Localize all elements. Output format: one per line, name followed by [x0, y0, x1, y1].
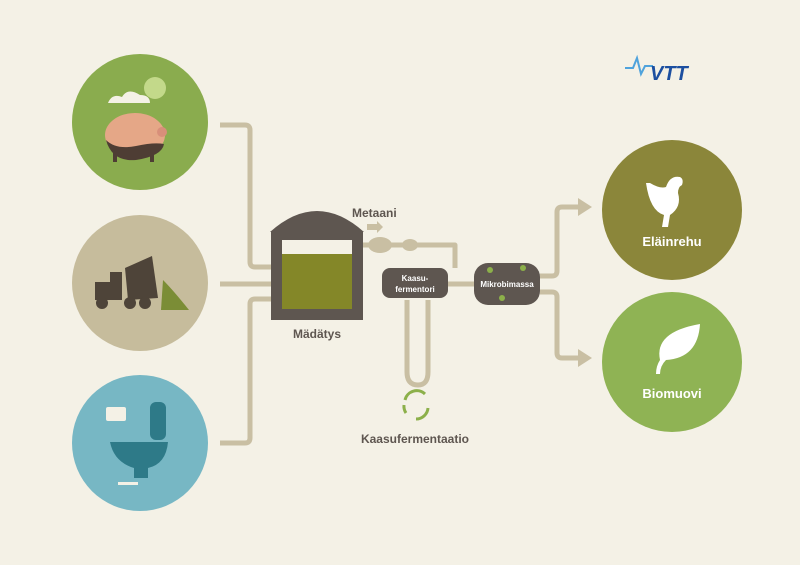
output-feed [602, 140, 742, 280]
digester-label: Mädätys [293, 327, 341, 341]
leaf-icon [656, 324, 700, 374]
animal-feed-label: Eläinrehu [642, 234, 701, 249]
source-pig [72, 54, 208, 190]
gas-fermenter-label-2: fermentori [395, 285, 435, 294]
arrow-to-feed [578, 198, 592, 216]
source-truck [72, 215, 208, 351]
logo-text: VTT [650, 63, 690, 85]
chicken-icon [646, 176, 683, 227]
pipe-fermenter-loop [404, 300, 431, 388]
recycle-icon [402, 389, 430, 421]
source-toilet [72, 375, 208, 511]
pig-icon [105, 113, 167, 162]
gas-fermenter-label-1: Kaasu- [402, 274, 429, 283]
microbial-biomass-label: Mikrobimassa [480, 280, 534, 289]
methane-arrow-icon [367, 221, 383, 233]
microbial-biomass-tank [474, 263, 540, 305]
methane-label: Metaani [352, 206, 397, 220]
output-plastic [602, 292, 742, 432]
vtt-logo: VTT [625, 54, 690, 85]
garbage-truck-icon [95, 256, 189, 310]
pipe-pig-to-digester [220, 122, 285, 270]
digester [270, 211, 364, 320]
gas-fermenter [382, 268, 448, 298]
toilet-icon [106, 402, 168, 485]
fermentation-label: Kaasufermentaatio [361, 432, 469, 446]
pipe-biomass-to-plastic [540, 289, 578, 361]
bioplastic-label: Biomuovi [642, 386, 701, 401]
pipe-toilet-to-digester [220, 296, 285, 446]
pipe-biomass-to-feed [540, 204, 578, 279]
arrow-to-plastic [578, 349, 592, 367]
